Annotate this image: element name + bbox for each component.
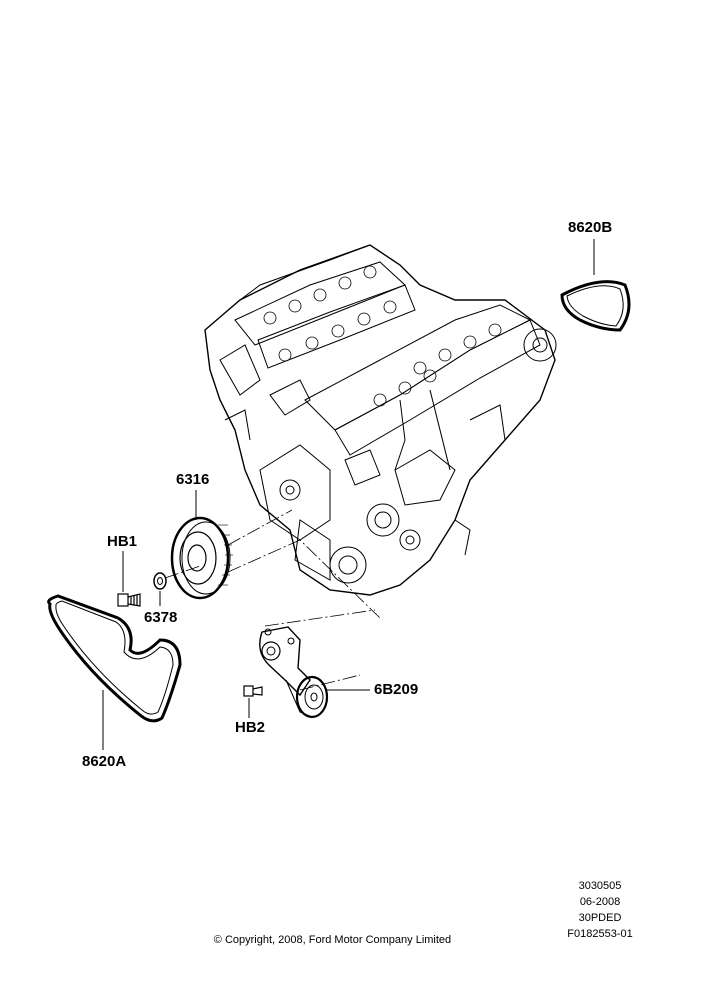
label-6316: 6316	[176, 471, 210, 488]
belt-8620a	[47, 594, 182, 723]
belt-tensioner	[259, 626, 329, 719]
meta-date: 06-2008	[579, 896, 621, 908]
alignment-lines	[164, 509, 381, 691]
label-8620a: 8620A	[82, 753, 127, 770]
label-8620b: 8620B	[568, 219, 613, 236]
meta-figure-id: F0182553-01	[567, 928, 633, 940]
meta-code2: 30PDED	[578, 912, 622, 924]
bolt-hb1	[117, 593, 141, 607]
label-6b209: 6B209	[374, 681, 419, 698]
label-hb1: HB1	[107, 533, 138, 550]
belt-8620b	[560, 280, 631, 332]
leader-lines	[102, 239, 595, 750]
crankshaft-pulley	[170, 516, 233, 600]
bolt-hb2	[243, 685, 263, 697]
washer	[153, 572, 167, 590]
meta-code1: 3030505	[578, 880, 622, 892]
label-hb2: HB2	[235, 719, 266, 736]
copyright-notice: © Copyright, 2008, Ford Motor Company Li…	[213, 934, 452, 946]
label-6378: 6378	[144, 609, 178, 626]
engine-assembly	[204, 244, 557, 596]
